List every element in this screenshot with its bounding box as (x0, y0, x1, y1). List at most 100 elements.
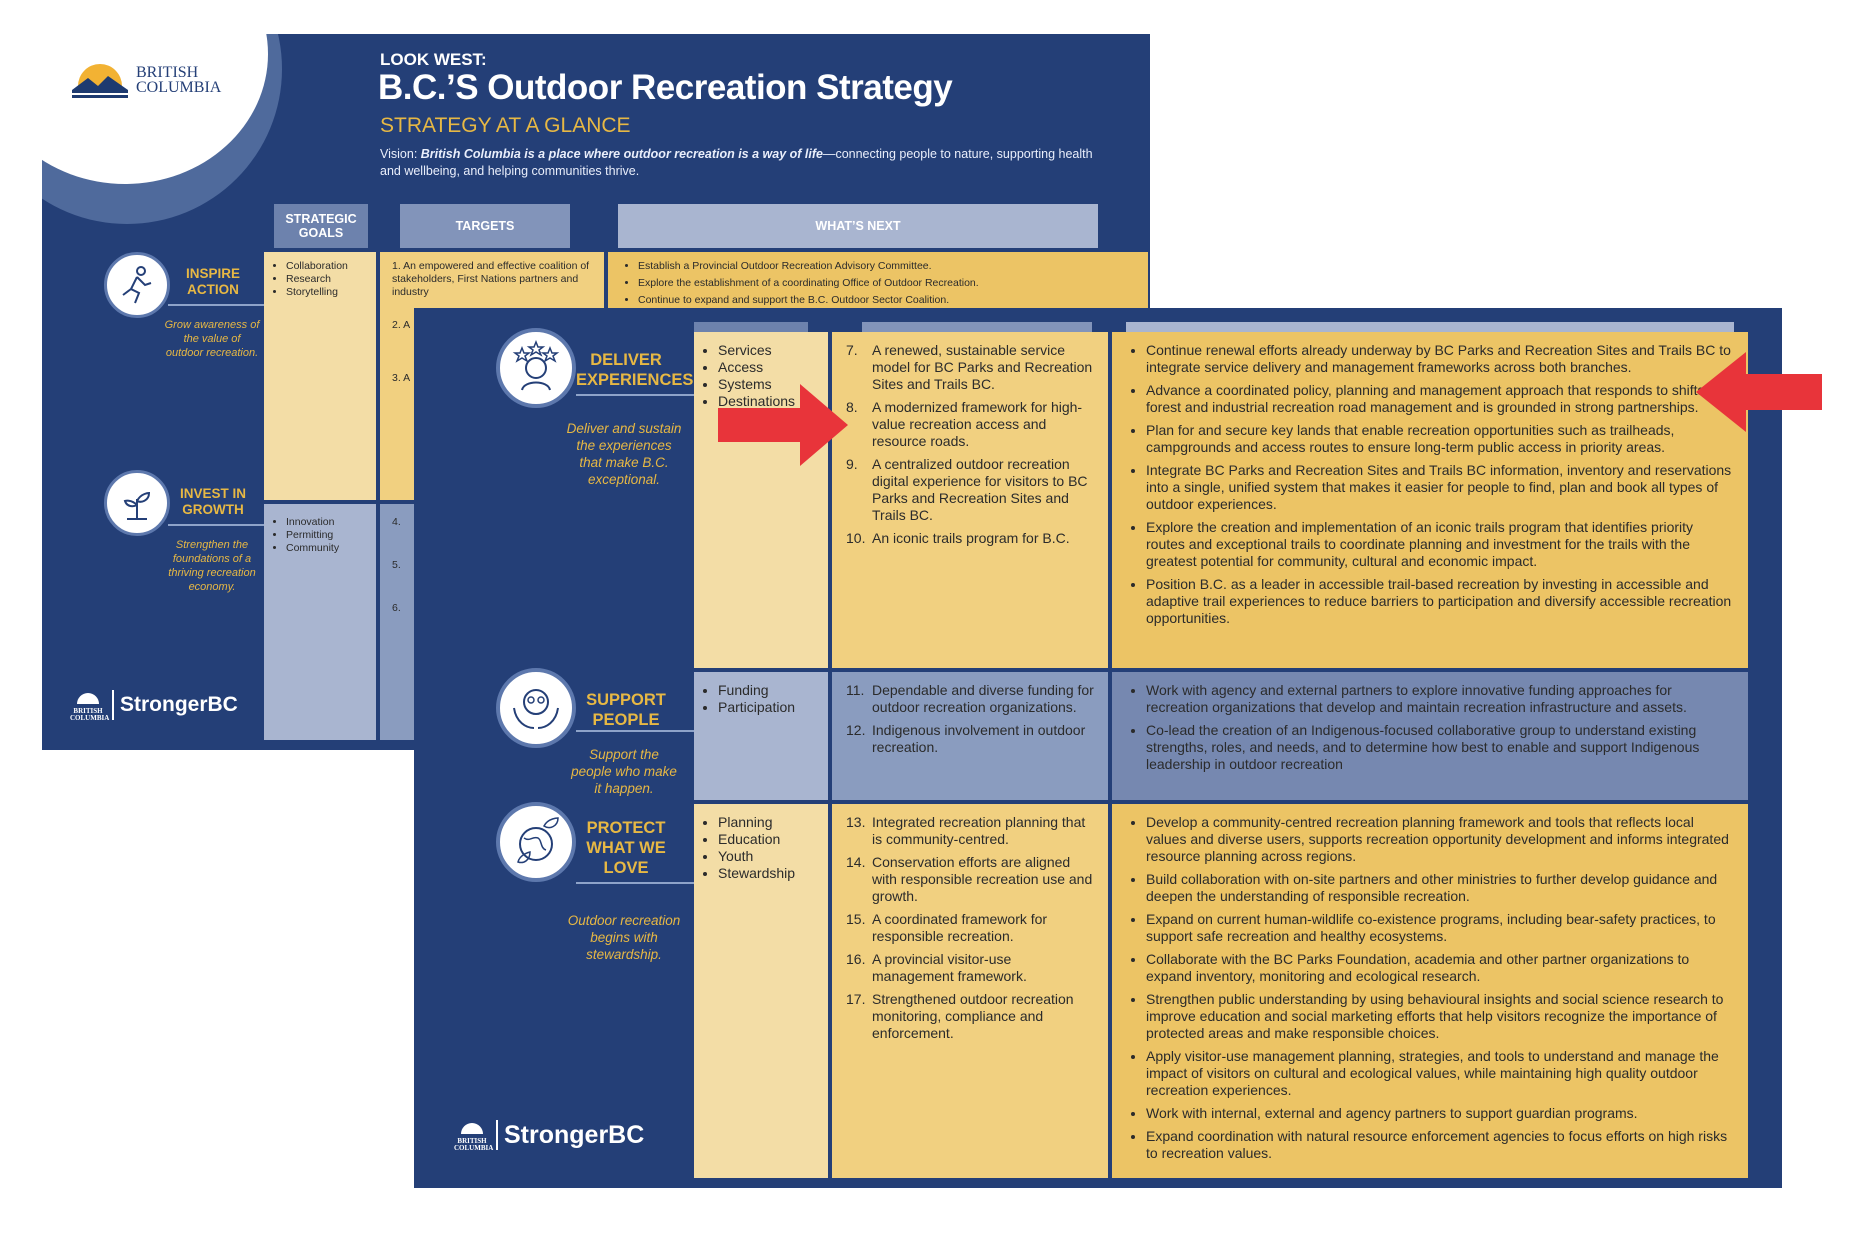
goal-item: Education (718, 831, 824, 848)
target-number: 13. (846, 814, 866, 830)
row-title-support: SUPPORT PEOPLE (586, 691, 666, 729)
target-item: 15. A coordinated framework for responsib… (846, 911, 1094, 945)
page-subtitle: STRATEGY AT A GLANCE (380, 114, 631, 137)
red-arrow-left-icon (1696, 352, 1822, 432)
target-number: 7. (846, 342, 858, 358)
target-item: 12. Indigenous involvement in outdoor rec… (846, 722, 1094, 756)
row-rule (168, 524, 268, 526)
target-text: A coordinated framework for responsible … (872, 911, 1048, 944)
goal-item: Youth (718, 848, 824, 865)
stronger-bc-logo: BRITISH COLUMBIA StrongerBC (454, 1120, 645, 1152)
next-step-item: Expand on current human-wildlife co-exis… (1146, 911, 1734, 945)
globe-leaves-icon (496, 802, 576, 882)
target-text: Dependable and diverse funding for outdo… (872, 682, 1094, 715)
next-step-item: Work with agency and external partners t… (1146, 682, 1734, 716)
goal-item: Stewardship (718, 865, 824, 882)
logo-text-line2: COLUMBIA (136, 79, 222, 96)
row-title-protect: PROTECT WHAT WE LOVE (586, 819, 666, 877)
next-step-item: Co-lead the creation of an Indigenous-fo… (1146, 722, 1734, 773)
next-step-item: Advance a coordinated policy, planning a… (1146, 382, 1734, 416)
next-step-item: Position B.C. as a leader in accessible … (1146, 576, 1734, 627)
column-header-targets: TARGETS (400, 204, 570, 248)
target-item: 17. Strengthened outdoor recreation monit… (846, 991, 1094, 1042)
next-step-item: Expand coordination with natural resourc… (1146, 1128, 1734, 1162)
logo-text-line1: BRITISH (136, 64, 199, 81)
target-item: 11. Dependable and diverse funding for ou… (846, 682, 1094, 716)
goals-cell-deliver: ServicesAccessSystemsDestinations (694, 332, 828, 668)
target-item: 9. A centralized outdoor recreation digit… (846, 456, 1094, 524)
target-number: 16. (846, 951, 866, 967)
vision-statement: Vision: British Columbia is a place wher… (380, 147, 1093, 178)
row-rule (576, 394, 694, 396)
targets-cell-protect: 13. Integrated recreation planning that i… (832, 804, 1108, 1178)
target-item: 7. A renewed, sustainable service model f… (846, 342, 1094, 393)
next-step-item: Plan for and secure key lands that enabl… (1146, 422, 1734, 456)
next-step-item: Integrate BC Parks and Recreation Sites … (1146, 462, 1734, 513)
goal-item: Funding (718, 682, 824, 699)
target-text: Indigenous involvement in outdoor recrea… (872, 722, 1086, 755)
next-step-item: Build collaboration with on-site partner… (1146, 871, 1734, 905)
person-stars-icon (496, 328, 576, 408)
next-step-item: Work with internal, external and agency … (1146, 1105, 1734, 1122)
next-step-item: Strengthen public understanding by using… (1146, 991, 1734, 1042)
next-step-item: Explore the creation and implementation … (1146, 519, 1734, 570)
target-number: 11. (846, 682, 865, 698)
seedling-icon (104, 470, 170, 536)
row-desc-support: Support the people who make it happen. (571, 747, 677, 796)
stronger-bc-logo: BRITISH COLUMBIA StrongerBC (70, 690, 238, 722)
sun-mountain-icon (72, 64, 128, 98)
target-number: 8. (846, 399, 858, 415)
red-arrow-right-icon (718, 384, 848, 466)
goal-item: Destinations (718, 393, 824, 410)
row-desc-deliver: Deliver and sustain the experiences that… (566, 421, 682, 487)
target-number: 12. (846, 722, 866, 738)
target-number: 9. (846, 456, 858, 472)
target-item: 8. A modernized framework for high-value … (846, 399, 1094, 450)
front-page: DELIVER EXPERIENCES Deliver and sustain … (414, 308, 1782, 1188)
target-text: A renewed, sustainable service model for… (872, 342, 1093, 392)
targets-cell-deliver: 7. A renewed, sustainable service model f… (832, 332, 1108, 668)
target-number: 15. (846, 911, 866, 927)
column-header-next: WHAT’S NEXT (618, 204, 1098, 248)
next-step-item: Collaborate with the BC Parks Foundation… (1146, 951, 1734, 985)
target-number: 17. (846, 991, 866, 1007)
target-item: 14. Conservation efforts are aligned with… (846, 854, 1094, 905)
next-cell-support: Work with agency and external partners t… (1112, 672, 1748, 800)
target-text: Integrated recreation planning that is c… (872, 814, 1086, 847)
target-text: Conservation efforts are aligned with re… (872, 854, 1093, 904)
goals-cell-protect: PlanningEducationYouthStewardship (694, 804, 828, 1178)
row-rule (168, 304, 268, 306)
bc-mini-logo: BRITISH COLUMBIA (454, 1122, 493, 1152)
goal-item: Services (718, 342, 824, 359)
column-header-goals: STRATEGIC GOALS (274, 204, 368, 248)
target-text: A provincial visitor-use management fram… (872, 951, 1027, 984)
goal-item: Access (718, 359, 824, 376)
kicker: LOOK WEST: (380, 50, 487, 69)
row-rule (576, 882, 694, 884)
bc-mini-logo: BRITISH COLUMBIA (70, 692, 109, 722)
target-number: 14. (846, 854, 866, 870)
targets-cell-support: 11. Dependable and diverse funding for ou… (832, 672, 1108, 800)
target-text: A centralized outdoor recreation digital… (872, 456, 1088, 523)
target-text: An iconic trails program for B.C. (872, 530, 1070, 546)
goals-cell-invest: InnovationPermittingCommunity (264, 504, 376, 740)
target-text: Strengthened outdoor recreation monitori… (872, 991, 1074, 1041)
target-number: 10. (846, 530, 866, 546)
next-cell-protect: Develop a community-centred recreation p… (1112, 804, 1748, 1178)
goal-item: Planning (718, 814, 824, 831)
next-cell-deliver: Continue renewal efforts already underwa… (1112, 332, 1748, 668)
hands-people-icon (496, 668, 576, 748)
row-rule (576, 730, 694, 732)
target-text: A modernized framework for high-value re… (872, 399, 1083, 449)
row-title-deliver: DELIVER EXPERIENCES (576, 351, 694, 389)
row-desc-invest: Strengthen the foundations of a thriving… (168, 539, 256, 593)
next-step-item: Continue renewal efforts already underwa… (1146, 342, 1734, 376)
stronger-bc-text: StrongerBC (504, 1120, 645, 1149)
next-cell-inspire: Establish a Provincial Outdoor Recreatio… (608, 252, 1148, 312)
goal-item: Systems (718, 376, 824, 393)
page-title: B.C.’S Outdoor Recreation Strategy (378, 68, 953, 107)
stronger-bc-text: StrongerBC (120, 693, 238, 716)
running-person-icon (104, 252, 170, 318)
target-item: 13. Integrated recreation planning that i… (846, 814, 1094, 848)
row-title-inspire: INSPIRE ACTION (185, 266, 240, 297)
